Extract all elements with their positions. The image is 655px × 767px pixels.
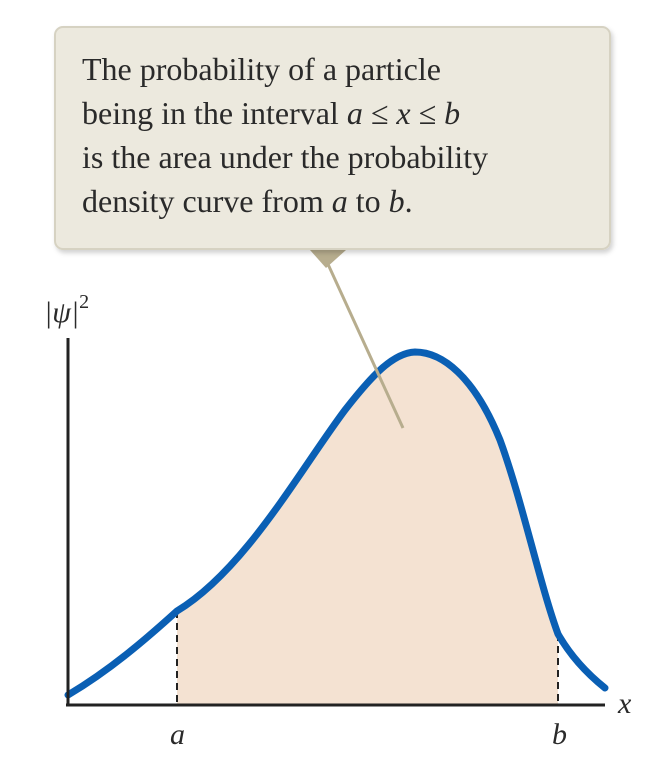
callout-line-3-part-1: is the area under the probability <box>82 139 488 175</box>
callout-line-4-part-5: . <box>405 183 413 219</box>
callout-line-4-part-2: a <box>332 183 348 219</box>
callout-line-4: density curve from a to b. <box>82 183 413 219</box>
callout-pointer-tip <box>310 250 346 268</box>
y-axis-label: |ψ|2 <box>44 291 89 329</box>
callout-line-2-part-3: ≤ <box>363 95 397 131</box>
probability-density-curve <box>64 348 609 699</box>
callout-line-2-part-6: b <box>444 95 460 131</box>
callout-box <box>54 26 611 250</box>
y-axis-label-main: |ψ| <box>44 296 79 329</box>
callout-line-4-part-3: to <box>348 183 389 219</box>
callout-line-4-part-4: b <box>389 183 405 219</box>
x-axis-label: x <box>617 687 632 720</box>
tick-label-b: b <box>552 718 567 751</box>
callout-line-3: is the area under the probability <box>82 139 488 175</box>
callout-line-2: being in the interval a ≤ x ≤ b <box>82 95 460 131</box>
callout-line-1: The probability of a particle <box>82 51 441 87</box>
callout-line-2-part-1: being in the interval <box>82 95 347 131</box>
callout-line-1-part-1: The probability of a particle <box>82 51 441 87</box>
y-axis-label-superscript: 2 <box>79 291 89 313</box>
tick-label-a: a <box>170 718 185 751</box>
callout-line-2-part-2: a <box>347 95 363 131</box>
callout-text: The probability of a particle being in th… <box>82 51 488 219</box>
callout-line-2-part-5: ≤ <box>411 95 445 131</box>
callout-line-2-part-4: x <box>395 95 410 131</box>
shaded-area-a-to-b <box>177 352 558 705</box>
callout-pointer-line <box>325 261 405 429</box>
callout-line-4-part-1: density curve from <box>82 183 332 219</box>
